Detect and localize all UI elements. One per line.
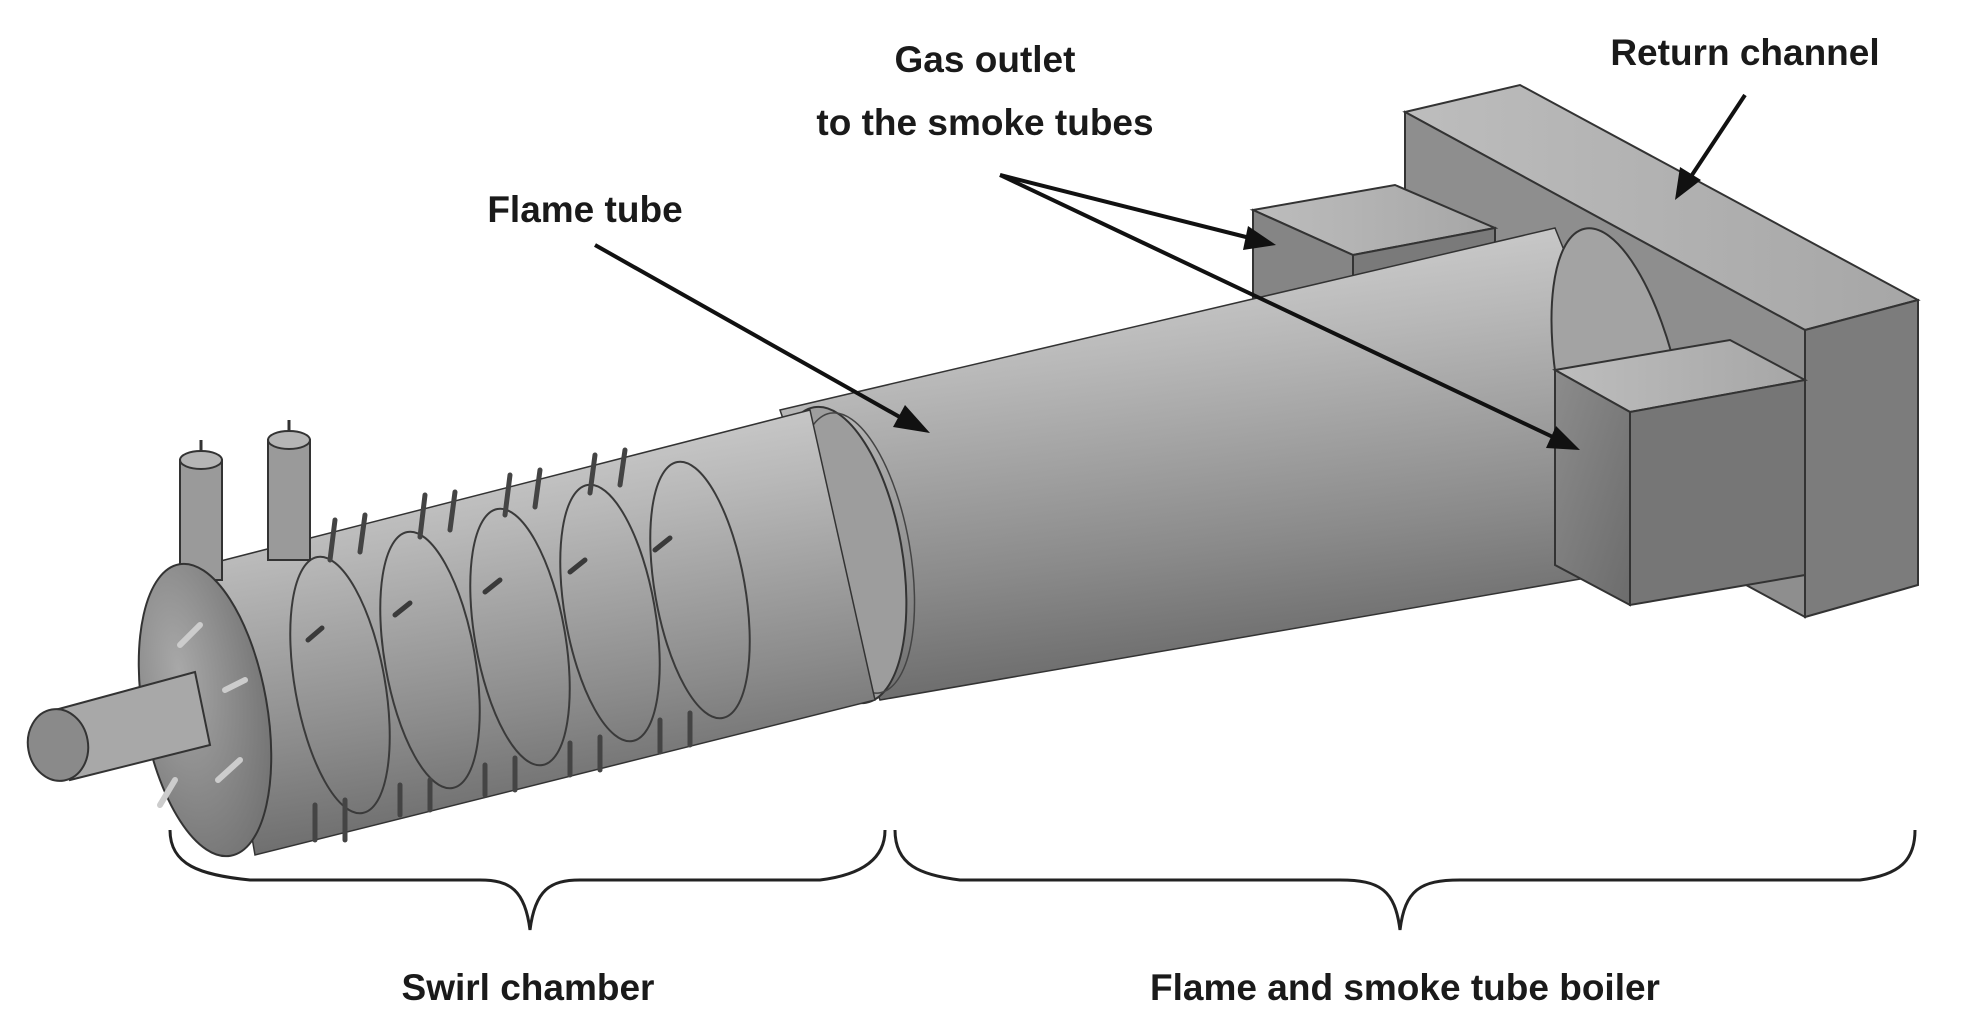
label-gas-outlet-line1: Gas outlet [895, 39, 1076, 80]
swirl-chamber-end [137, 562, 273, 858]
return-channel-front [1804, 298, 1919, 619]
burner-lance [26, 670, 212, 782]
feed-pipes [179, 420, 311, 581]
label-swirl-chamber: Swirl chamber [402, 967, 655, 1008]
label-return-channel: Return channel [1610, 32, 1879, 73]
leader-arrows [594, 93, 1747, 450]
gas-outlet-box-lower [1552, 338, 1809, 607]
brace-boiler [893, 829, 1917, 931]
label-flame-tube: Flame tube [487, 189, 682, 230]
outlet-lower-side [1629, 378, 1806, 607]
swirl-nozzles-inner [305, 535, 673, 643]
brace-swirl-chamber [168, 829, 887, 931]
swirl-nozzles-top [327, 447, 628, 563]
braces [168, 829, 1917, 931]
swirl-nozzles-bottom [312, 710, 693, 843]
label-gas-outlet-line2: to the smoke tubes [816, 102, 1153, 143]
label-boiler: Flame and smoke tube boiler [1150, 967, 1660, 1008]
swirl-rings [289, 460, 751, 815]
swirl-chamber [204, 409, 876, 856]
outlet-lower-front [1554, 368, 1631, 607]
